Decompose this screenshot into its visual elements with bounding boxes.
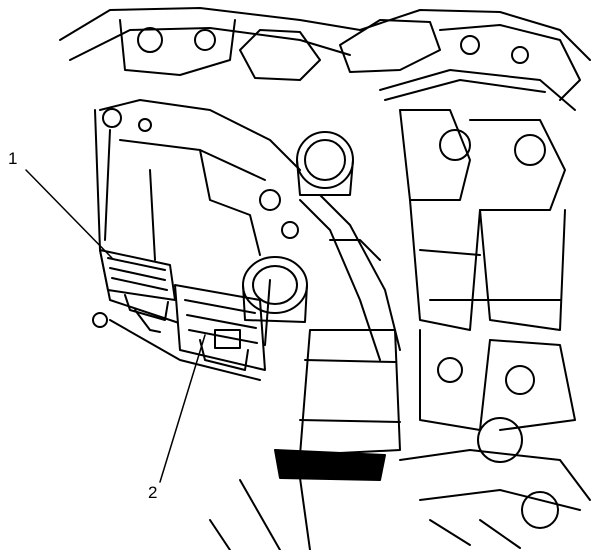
callout-label-2: 2: [148, 483, 158, 502]
leader-line-2: [159, 334, 206, 483]
upper-engine-block: [59, 7, 591, 111]
ecm-housing: [92, 99, 301, 381]
connector-1: [99, 249, 176, 333]
connector-2: [174, 284, 266, 371]
filter-caps: [242, 131, 354, 323]
callout-label-1: 1: [8, 149, 18, 168]
leader-line-1: [25, 169, 113, 259]
central-hoses: [209, 194, 401, 550]
right-manifold: [399, 109, 591, 549]
